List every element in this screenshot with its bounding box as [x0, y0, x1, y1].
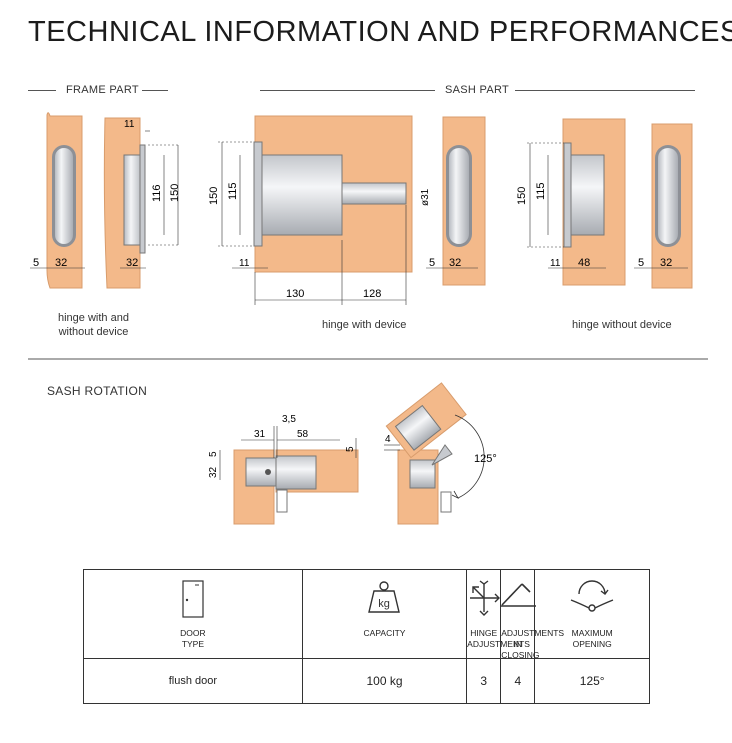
frame-front-view — [46, 112, 83, 289]
dim-label: 31 — [254, 429, 266, 440]
dim-label: 48 — [578, 257, 590, 269]
adjust-arrows-icon — [466, 580, 502, 621]
header-hinge-adjustments: HINGE ADJUSTMENTS — [466, 569, 530, 659]
dim-label: 58 — [297, 429, 309, 440]
dim-label: 32 — [208, 466, 219, 478]
sash-part-heading: SASH PART — [445, 84, 510, 96]
header-label: ADJUSTMENTS IN CLOSING — [501, 628, 565, 660]
dim-label: 3,5 — [282, 414, 296, 425]
dim-label: 130 — [286, 288, 304, 300]
dim-label: 115 — [535, 182, 547, 200]
sash-with-device-side — [253, 115, 413, 273]
door-icon — [182, 580, 204, 623]
dim-label: 11 — [550, 258, 561, 269]
dim-label: 128 — [363, 288, 381, 300]
dim-label: 32 — [126, 257, 138, 269]
weight-icon: kg — [367, 580, 401, 619]
dim-label: 5 — [429, 257, 435, 269]
performance-table: DOOR TYPE kg CAPACITY HINGE ADJUSTMENTS … — [83, 569, 650, 704]
dim-label: 5 — [33, 257, 39, 269]
sash-without-device-front — [651, 123, 693, 289]
dim-label: 150 — [208, 187, 220, 205]
frame-side-view — [103, 117, 146, 289]
rotation-open — [385, 382, 467, 525]
dim-label: 11 — [239, 258, 250, 269]
value-door-type: flush door — [83, 658, 303, 704]
header-adjustments-closing: ADJUSTMENTS IN CLOSING — [499, 569, 565, 660]
technical-drawings: 11 116 150 5 32 32 150 115 11 ø31 130 12… — [28, 112, 708, 360]
closing-angle-icon — [496, 580, 540, 615]
angle-label: 125° — [474, 453, 497, 465]
divider — [28, 90, 56, 91]
dim-label: 32 — [449, 257, 461, 269]
value-capacity: 100 kg — [301, 658, 468, 704]
sash-without-device-caption: hinge without device — [572, 319, 672, 331]
header-label: CAPACITY — [363, 628, 406, 638]
dim-label: 11 — [124, 119, 135, 130]
header-capacity: kg CAPACITY — [301, 569, 468, 659]
divider — [260, 90, 435, 91]
header-maximum-opening: MAXIMUM OPENING — [534, 569, 650, 659]
divider — [142, 90, 168, 91]
sash-rotation-heading: SASH ROTATION — [47, 384, 148, 398]
frame-caption: hinge with and without device — [58, 312, 129, 338]
header-label: DOOR TYPE — [180, 628, 206, 649]
sash-with-device-caption: hinge with device — [322, 319, 407, 331]
dim-label: 32 — [660, 257, 672, 269]
value-hinge-adjustments: 3 — [466, 658, 502, 704]
sash-rotation-drawings: 3,5 31 58 5 32 5 4 125° — [208, 382, 497, 525]
dim-label: 150 — [169, 184, 181, 202]
value-adjustments-closing: 4 — [500, 658, 536, 704]
value-maximum-opening: 125° — [534, 658, 650, 704]
dim-label: 115 — [227, 182, 239, 200]
frame-part-heading: FRAME PART — [66, 84, 139, 96]
dim-label: 5 — [208, 451, 219, 457]
header-door-type: DOOR TYPE — [83, 569, 303, 659]
page-title: TECHNICAL INFORMATION AND PERFORMANCES — [28, 16, 732, 48]
header-label: HINGE ADJUSTMENTS — [467, 628, 530, 649]
weight-icon-text: kg — [379, 598, 391, 610]
table-value-row: flush door 100 kg 3 4 125° — [83, 658, 650, 704]
header-label: MAXIMUM OPENING — [571, 628, 613, 649]
divider — [515, 90, 695, 91]
dim-label: 4 — [385, 434, 391, 445]
sash-without-device-side — [562, 118, 626, 286]
sash-with-device-front — [442, 116, 486, 286]
rotation-closed — [233, 449, 359, 525]
opening-arc-icon — [569, 580, 615, 621]
dim-label: ø31 — [420, 188, 431, 206]
dim-label: 150 — [516, 187, 528, 205]
dim-label: 5 — [345, 446, 356, 452]
table-header-row: DOOR TYPE kg CAPACITY HINGE ADJUSTMENTS … — [83, 569, 650, 660]
dim-label: 5 — [638, 257, 644, 269]
dim-label: 32 — [55, 257, 67, 269]
dim-label: 116 — [151, 184, 163, 202]
